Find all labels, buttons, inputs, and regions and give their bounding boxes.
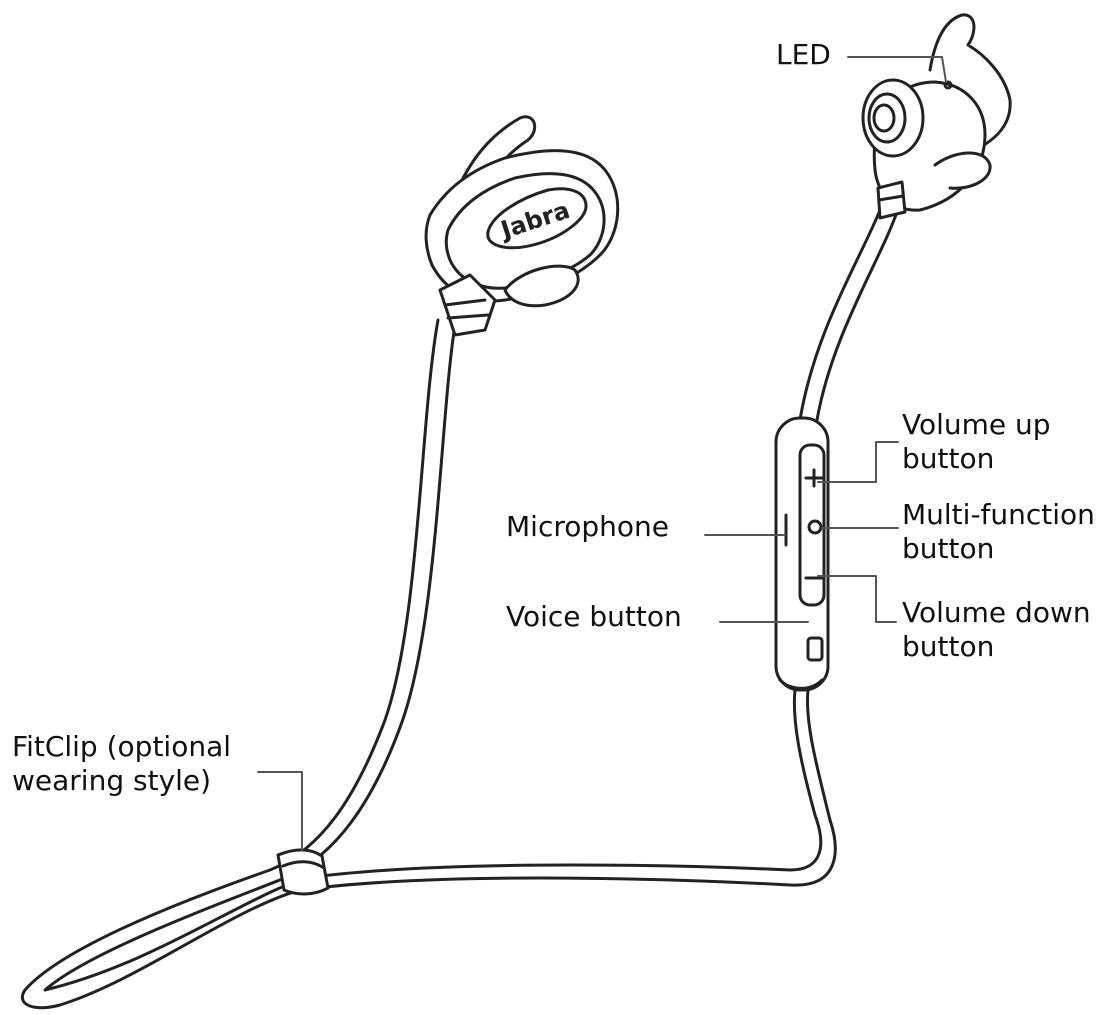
led-leader: [847, 56, 947, 83]
fitclip-label: FitClip (optional wearing style): [12, 730, 232, 797]
callout-lines: [257, 56, 947, 851]
left-earbud: [424, 115, 620, 337]
multi-function-label: Multi-function button: [902, 498, 1095, 565]
remote-control: [774, 416, 830, 692]
right-earbud: [861, 13, 1012, 220]
volume-down-leader: [817, 575, 897, 623]
voice-button-label: Voice button: [506, 600, 682, 633]
volume-down-label: Volume down button: [902, 596, 1091, 663]
fitclip-leader: [257, 771, 303, 851]
led-label: LED: [776, 38, 831, 71]
fitclip-band: [276, 848, 330, 896]
volume-up-label: Volume up button: [902, 408, 1051, 475]
cable: [21, 318, 837, 1010]
volume-up-leader: [817, 441, 899, 483]
right-upper-cable: [798, 208, 899, 422]
microphone-label: Microphone: [506, 510, 669, 543]
